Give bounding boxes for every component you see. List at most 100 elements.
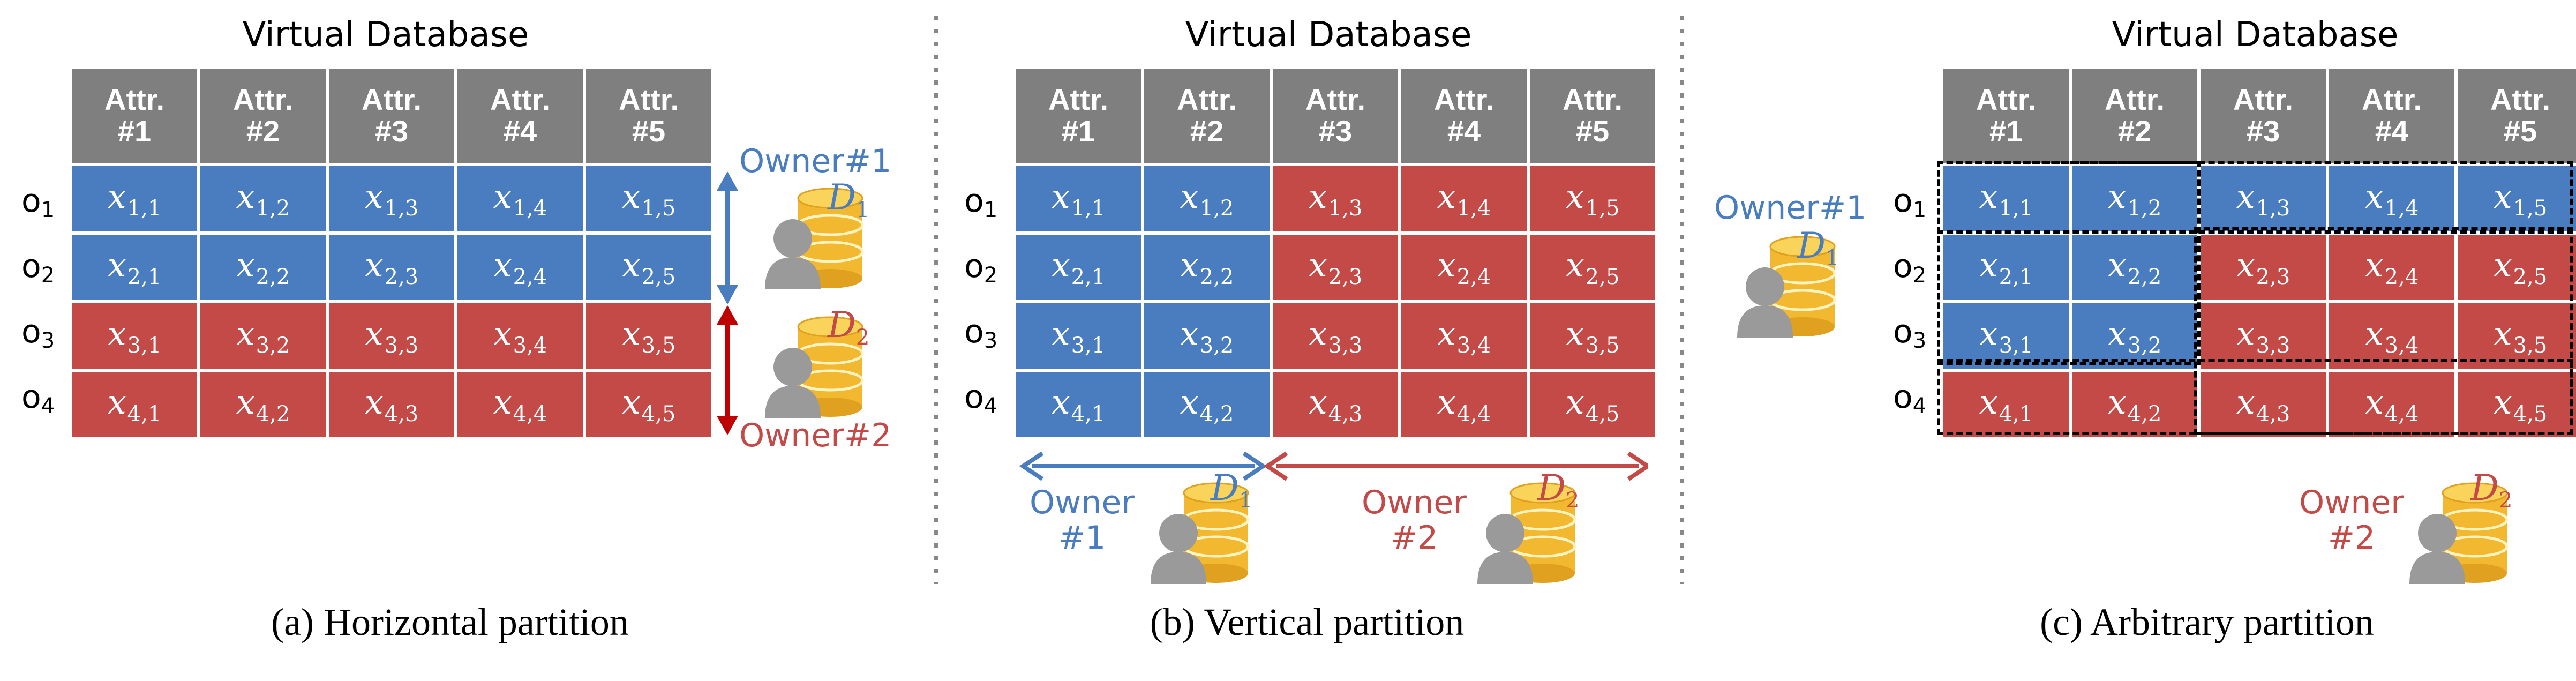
cell-value: x2,1 [1051, 245, 1106, 289]
cell-value: x4,3 [364, 383, 419, 426]
table-cell: x3,4 [1401, 303, 1527, 369]
table-cell: x2,5 [2458, 235, 2576, 300]
panel-c-owner1-label: Owner#1 [1714, 189, 1867, 227]
row-label-text: o3 [21, 313, 55, 353]
cell-value: x4,3 [2236, 383, 2290, 426]
table-cell: x3,5 [1530, 303, 1655, 369]
column-header-line: #4 [2375, 114, 2409, 148]
panel-b-owner2-label: Owner #2 [1361, 485, 1468, 556]
cell-value: x4,2 [2107, 383, 2162, 426]
cell-value: x2,4 [1437, 245, 1491, 289]
arrow-head-right [1627, 451, 1648, 481]
column-header-line: Attr. [1048, 83, 1108, 117]
cell-value: x3,4 [2364, 314, 2419, 358]
column-header-line: Attr. [2233, 83, 2293, 117]
cell-value: x3,3 [1308, 314, 1363, 358]
column-header-line: #4 [503, 114, 537, 148]
table-cell: x4,4 [2329, 372, 2454, 437]
column-header-line: #3 [1318, 114, 1353, 148]
table-cell: x3,1 [72, 303, 197, 369]
column-header-line: #4 [1447, 114, 1481, 148]
table-cell: x1,5 [586, 166, 711, 231]
row-label-text: o2 [21, 248, 55, 288]
database-owner-icon-graphic [2409, 482, 2509, 584]
arrow-head-up [717, 171, 738, 191]
cell-value: x2,2 [236, 245, 290, 289]
table-cell: x3,3 [329, 303, 454, 369]
table-cell: x4,1 [72, 372, 197, 437]
cell-value: x4,1 [1979, 383, 2033, 426]
cell-value: x4,1 [107, 383, 162, 426]
panel-b-row-label-2: o2 [964, 248, 997, 288]
cell-value: x3,5 [621, 314, 676, 358]
cell-value: x1,2 [2107, 177, 2162, 221]
row-label-text: o2 [964, 248, 998, 288]
cell-value: x3,2 [236, 314, 290, 358]
cell-value: x4,2 [236, 383, 290, 426]
cell-value: x3,2 [2107, 314, 2162, 358]
panel-c-d2-label: D2 [2470, 467, 2513, 513]
table-cell: x1,1 [72, 166, 197, 231]
cell-value: x2,2 [1180, 245, 1234, 289]
panel-b-caption: (b) Vertical partition [1150, 601, 1465, 643]
cell-value: x2,3 [2236, 245, 2290, 289]
panel-b-d1-label: D1 [1211, 467, 1253, 513]
owner1-region-rows2-3 [1937, 161, 2201, 365]
table-cell: x2,3 [329, 235, 454, 300]
table-cell: x2,4 [2329, 235, 2454, 300]
column-header-line: Attr. [1976, 83, 2036, 117]
table-cell: x4,3 [329, 372, 454, 437]
table-cell: x2,1 [1016, 235, 1141, 300]
table-cell: x4,2 [1144, 372, 1270, 437]
cell-value: x3,5 [2493, 314, 2548, 358]
panel-a-owner1-label: Owner#1 [739, 143, 892, 180]
panel-c-row-label-2: o2 [1893, 248, 1926, 288]
cell-value: x1,4 [2364, 177, 2419, 221]
table-cell: x1,3 [2201, 166, 2326, 231]
table-cell: x3,3 [1273, 303, 1398, 369]
cell-value: x1,1 [1979, 177, 2033, 221]
table-cell: x2,4 [457, 235, 583, 300]
cell-value: x2,1 [107, 245, 162, 289]
column-header-line: #3 [2246, 114, 2280, 148]
panel-c-caption: (c) Arbitrary partition [2040, 601, 2374, 643]
database-owner-icon-graphic [765, 188, 864, 289]
cell-value: x2,2 [2107, 245, 2162, 289]
table-cell: x2,3 [2201, 235, 2326, 300]
table-cell: x1,2 [1144, 166, 1270, 231]
row-label-text: o4 [21, 378, 55, 418]
panel-a-row-label-1: o1 [21, 182, 55, 222]
cell-value: x4,5 [1565, 383, 1620, 426]
database-owner-icon [1146, 477, 1259, 587]
table-cell: x2,1 [72, 235, 197, 300]
person-silhouette [1477, 514, 1533, 584]
cell-value: x1,2 [1180, 177, 1234, 221]
column-header-line: Attr. [1305, 83, 1365, 117]
column-header: Attr.#1 [1016, 69, 1141, 163]
table-cell: x4,4 [457, 372, 583, 437]
table-cell: x2,3 [1273, 235, 1398, 300]
column-header-line: #2 [2117, 114, 2152, 148]
table-cell: x1,1 [1016, 166, 1141, 231]
cell-value: x3,1 [1979, 314, 2033, 358]
cell-value: x3,3 [364, 314, 419, 358]
database-owner-icon-graphic [1737, 236, 1836, 338]
column-header-line: #2 [246, 114, 280, 148]
column-header: Attr.#4 [1401, 69, 1527, 163]
arrow-head-up [717, 305, 738, 325]
table-cell: x1,2 [2072, 166, 2197, 231]
table-cell: x3,2 [1144, 303, 1270, 369]
column-header-line: #5 [2503, 114, 2537, 148]
column-header-line: Attr. [1434, 83, 1494, 117]
cell-value: x1,5 [621, 177, 676, 221]
table-cell: x4,2 [200, 372, 326, 437]
panel-a-arrows [717, 171, 738, 435]
cell-value: x2,4 [493, 245, 547, 289]
cell-value: x4,2 [1180, 383, 1234, 426]
cell-value: x1,3 [1308, 177, 1363, 221]
cell-value: x2,4 [2364, 245, 2419, 289]
column-header-line: Attr. [362, 83, 422, 117]
column-header-line: Attr. [1177, 83, 1237, 117]
